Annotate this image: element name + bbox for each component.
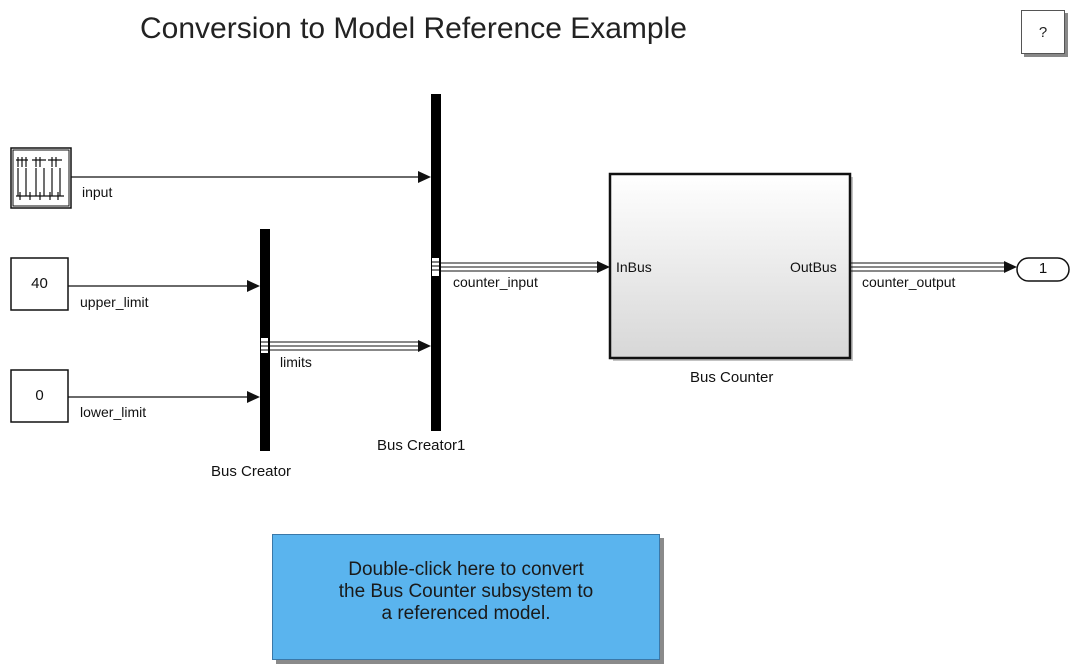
note-line-1: Double-click here to convert xyxy=(348,559,584,580)
bus-counter-output-line[interactable] xyxy=(850,262,1004,272)
signal-counter-output-label: counter_output xyxy=(862,274,956,290)
bus-creator-block[interactable] xyxy=(260,229,270,451)
constant-upper-value: 40 xyxy=(31,275,48,292)
bus-limits-line[interactable] xyxy=(270,341,418,351)
outport-1-block[interactable] xyxy=(1016,257,1070,282)
note-line-3: a referenced model. xyxy=(381,603,551,624)
signal-builder-block[interactable] xyxy=(10,147,72,209)
bus-creator1-block[interactable] xyxy=(431,94,441,431)
bus-creator-label: Bus Creator xyxy=(211,463,292,480)
outport-number: 1 xyxy=(1038,260,1048,277)
outport-label: OutBus xyxy=(790,259,837,275)
bus-creator1-label: Bus Creator1 xyxy=(377,437,466,454)
constant-lower-value: 0 xyxy=(35,387,44,404)
arrowheads xyxy=(247,171,1017,403)
help-button[interactable]: ? xyxy=(1021,10,1065,54)
convert-annotation-note[interactable]: Double-click here to convert the Bus Cou… xyxy=(272,534,660,660)
page-title: Conversion to Model Reference Example xyxy=(140,12,687,45)
note-line-2: the Bus Counter subsystem to xyxy=(338,581,594,602)
bus-counter-label: Bus Counter xyxy=(690,369,774,386)
inport-label: InBus xyxy=(616,259,652,275)
signal-counter-input-label: counter_input xyxy=(453,274,538,290)
bus-counter-input-line[interactable] xyxy=(441,262,597,272)
signal-builder-icon xyxy=(16,157,64,200)
signal-upper-limit-label: upper_limit xyxy=(80,294,149,310)
signal-limits-label: limits xyxy=(280,354,312,370)
constant-upper-block[interactable] xyxy=(10,257,69,311)
signal-lower-limit-label: lower_limit xyxy=(80,404,147,420)
bus-counter-subsystem[interactable] xyxy=(608,172,853,361)
constant-lower-block[interactable] xyxy=(10,369,69,423)
signal-input-label: input xyxy=(82,184,113,200)
